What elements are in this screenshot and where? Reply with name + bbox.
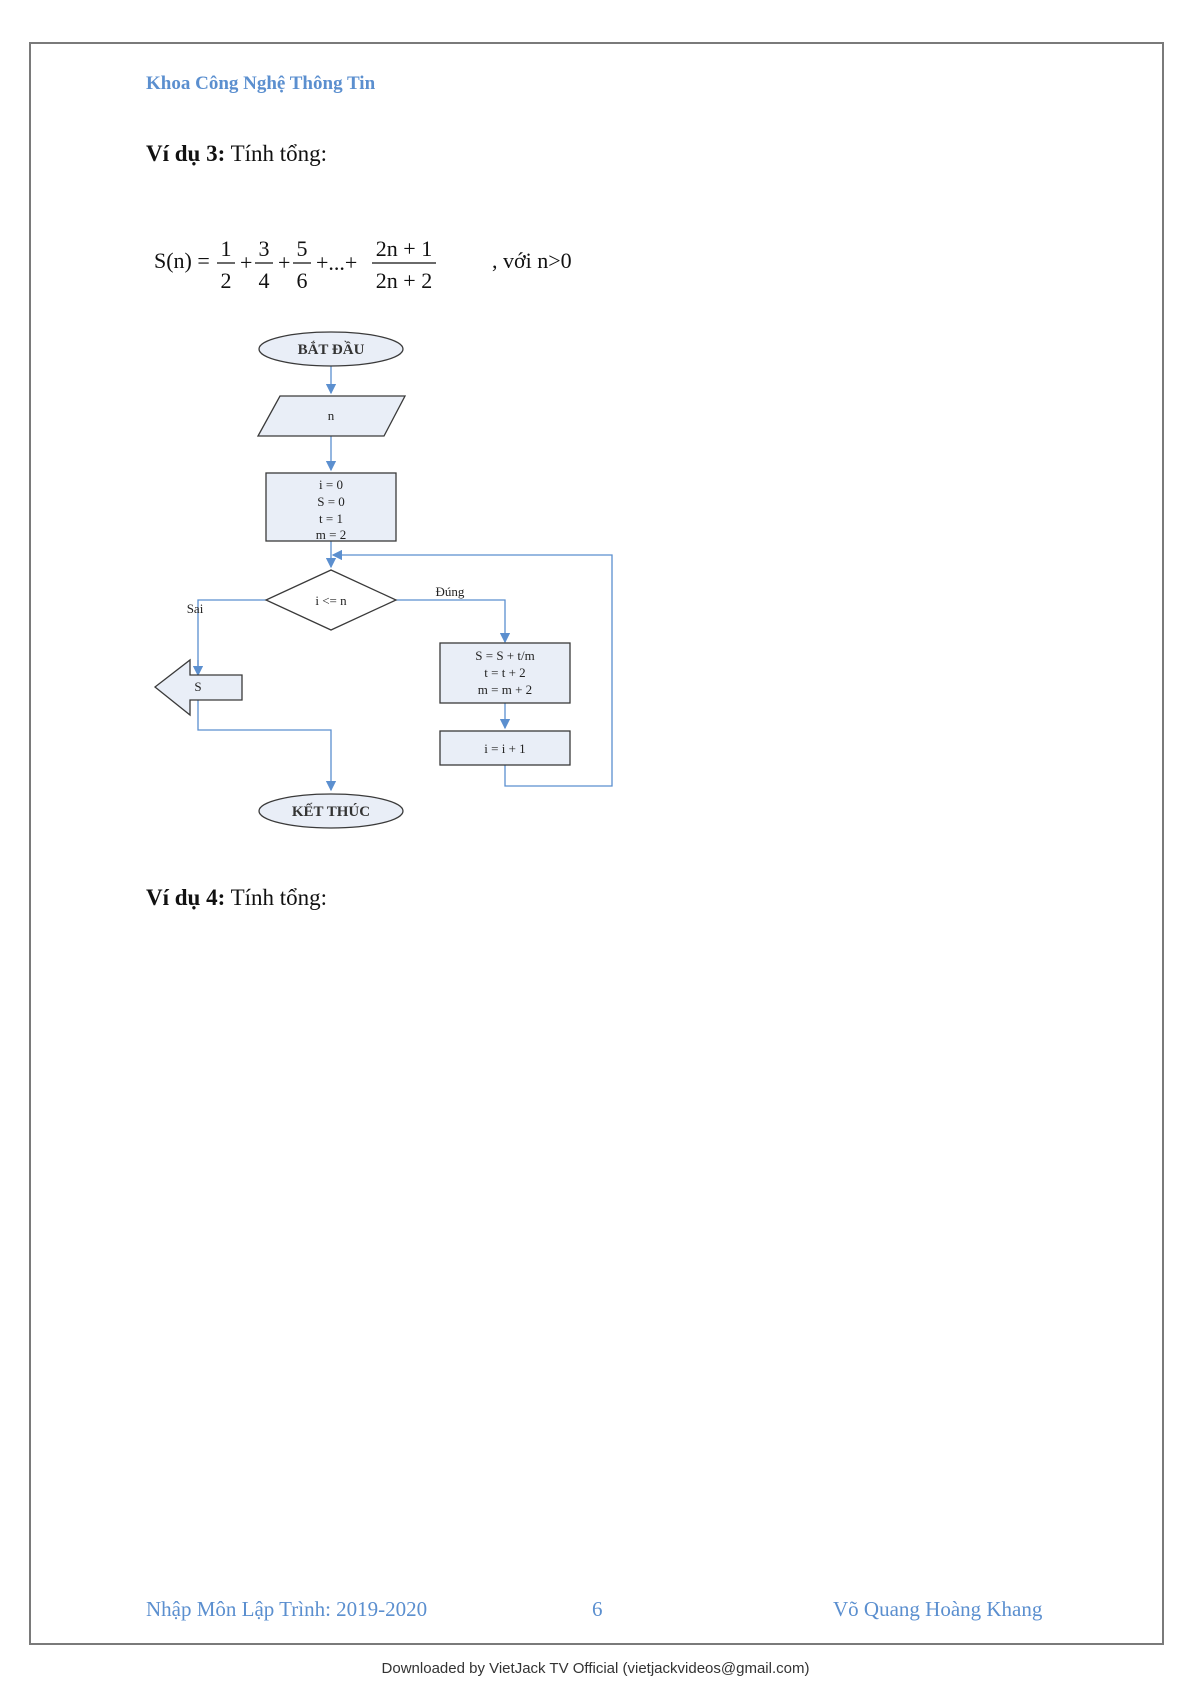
- formula-condition: , với n>0: [492, 248, 572, 273]
- sum-formula: S(n) = 1 2 + 3 4 + 5 6 +...+ 2n + 1 2n +…: [154, 236, 572, 292]
- end-label: KẾT THÚC: [292, 803, 370, 820]
- plus-1: +: [240, 250, 252, 275]
- update-line-3: m = m + 2: [478, 682, 532, 697]
- formula-lhs: S(n) =: [154, 248, 210, 273]
- condition-diamond: [264, 569, 398, 631]
- update-process-box: [439, 642, 571, 704]
- fraction-2-denominator: 4: [259, 268, 270, 292]
- yes-branch-label: Đúng: [436, 584, 465, 599]
- footer-author: Võ Quang Hoàng Khang: [833, 1597, 1043, 1621]
- example-3-label: Ví dụ 3:: [146, 141, 226, 166]
- increment-label: i = i + 1: [484, 741, 525, 756]
- output-display-shape: [153, 658, 243, 717]
- download-note: Downloaded by VietJack TV Official (viet…: [381, 1660, 810, 1677]
- example-3-heading: Ví dụ 3: Tính tổng:: [146, 141, 327, 167]
- fraction-2-numerator: 3: [259, 236, 270, 261]
- output-label: S: [194, 679, 201, 694]
- flowchart: BẮT ĐẦU n i = 0 S = 0 t = 1 m = 2 i <= n…: [153, 331, 613, 829]
- init-line-4: m = 2: [316, 527, 346, 542]
- input-label: n: [328, 408, 335, 423]
- increment-process-box: [439, 730, 571, 766]
- flowchart-connectors: [192, 365, 613, 792]
- last-fraction-denominator: 2n + 2: [376, 268, 432, 292]
- init-line-3: t = 1: [319, 511, 343, 526]
- footer-page-number: 6: [592, 1597, 603, 1621]
- update-line-1: S = S + t/m: [475, 648, 534, 663]
- fraction-1-denominator: 2: [221, 268, 232, 292]
- fraction-3-denominator: 6: [297, 268, 308, 292]
- input-parallelogram: [256, 395, 407, 437]
- last-fraction-numerator: 2n + 1: [376, 236, 432, 261]
- fraction-3-numerator: 5: [297, 236, 308, 261]
- no-branch-label: Sai: [187, 601, 204, 616]
- start-terminal: [258, 331, 404, 367]
- example-4-label: Ví dụ 4:: [146, 885, 226, 910]
- footer-course: Nhập Môn Lập Trình: 2019-2020: [146, 1597, 428, 1621]
- update-line-2: t = t + 2: [484, 665, 525, 680]
- condition-label: i <= n: [315, 593, 347, 608]
- fraction-1-numerator: 1: [221, 236, 232, 261]
- start-label: BẮT ĐẦU: [298, 341, 365, 358]
- formula-ellipsis: +...+: [316, 250, 357, 275]
- example-4-text: Tính tổng:: [225, 885, 328, 910]
- init-line-2: S = 0: [317, 494, 345, 509]
- example-3-text: Tính tổng:: [225, 141, 328, 166]
- page-frame: [29, 42, 1164, 1645]
- header-title: Khoa Công Nghệ Thông Tin: [146, 73, 376, 94]
- end-terminal: [258, 793, 404, 829]
- init-line-1: i = 0: [319, 477, 343, 492]
- example-4-heading: Ví dụ 4: Tính tổng:: [146, 885, 327, 911]
- plus-2: +: [278, 250, 290, 275]
- init-process-box: [265, 472, 397, 542]
